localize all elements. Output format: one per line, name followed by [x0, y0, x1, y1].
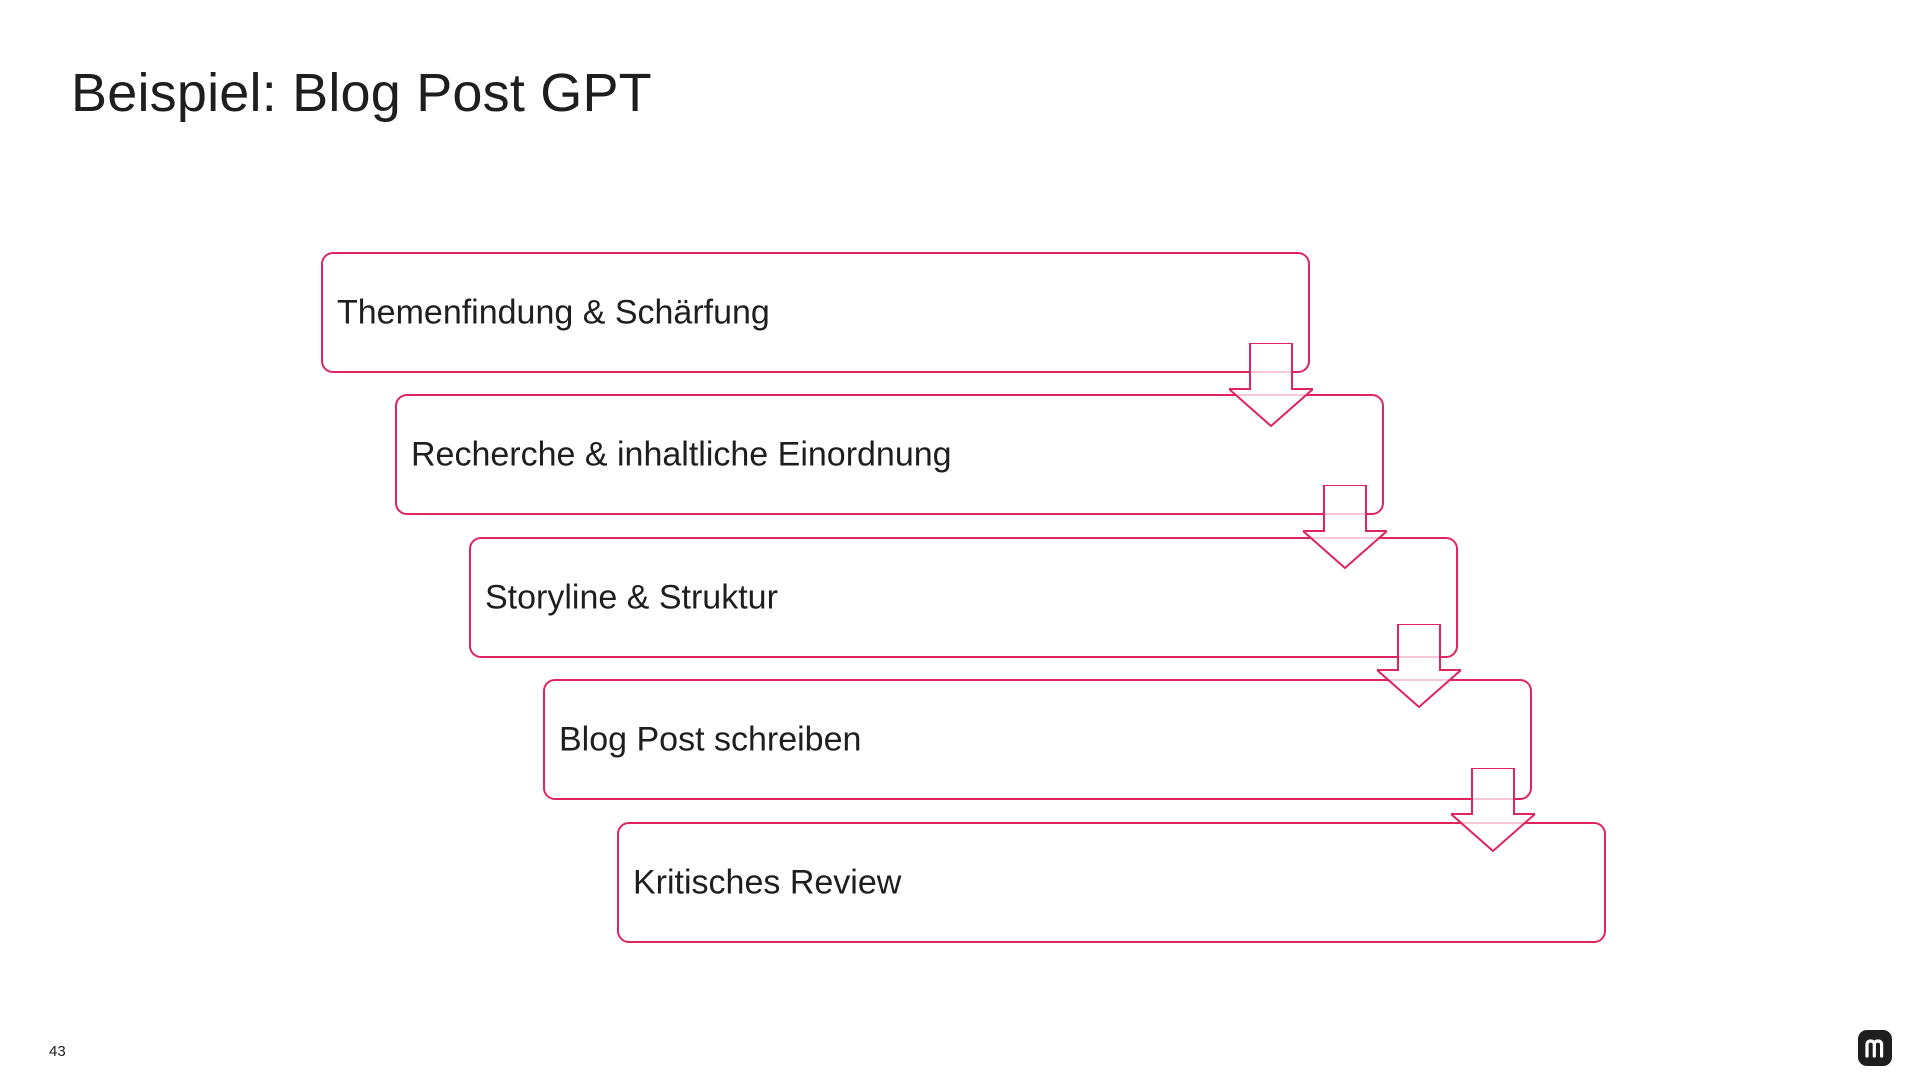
- process-step-2: Recherche & inhaltliche Einordnung: [395, 394, 1384, 515]
- process-step-5: Kritisches Review: [617, 822, 1606, 943]
- process-step-label: Themenfindung & Schärfung: [337, 293, 770, 331]
- process-step-label: Blog Post schreiben: [559, 720, 862, 758]
- page-number: 43: [49, 1043, 66, 1060]
- down-arrow-icon: [1303, 485, 1387, 569]
- brand-m-logo-icon: [1858, 1030, 1892, 1066]
- process-step-label: Kritisches Review: [633, 863, 902, 901]
- process-step-1: Themenfindung & Schärfung: [321, 252, 1310, 373]
- down-arrow-icon: [1229, 343, 1313, 427]
- slide-title: Beispiel: Blog Post GPT: [71, 63, 652, 123]
- process-step-4: Blog Post schreiben: [543, 679, 1532, 800]
- process-step-label: Storyline & Struktur: [485, 578, 778, 616]
- process-step-3: Storyline & Struktur: [469, 537, 1458, 658]
- down-arrow-icon: [1377, 624, 1461, 708]
- process-step-label: Recherche & inhaltliche Einordnung: [411, 435, 952, 473]
- down-arrow-icon: [1451, 768, 1535, 852]
